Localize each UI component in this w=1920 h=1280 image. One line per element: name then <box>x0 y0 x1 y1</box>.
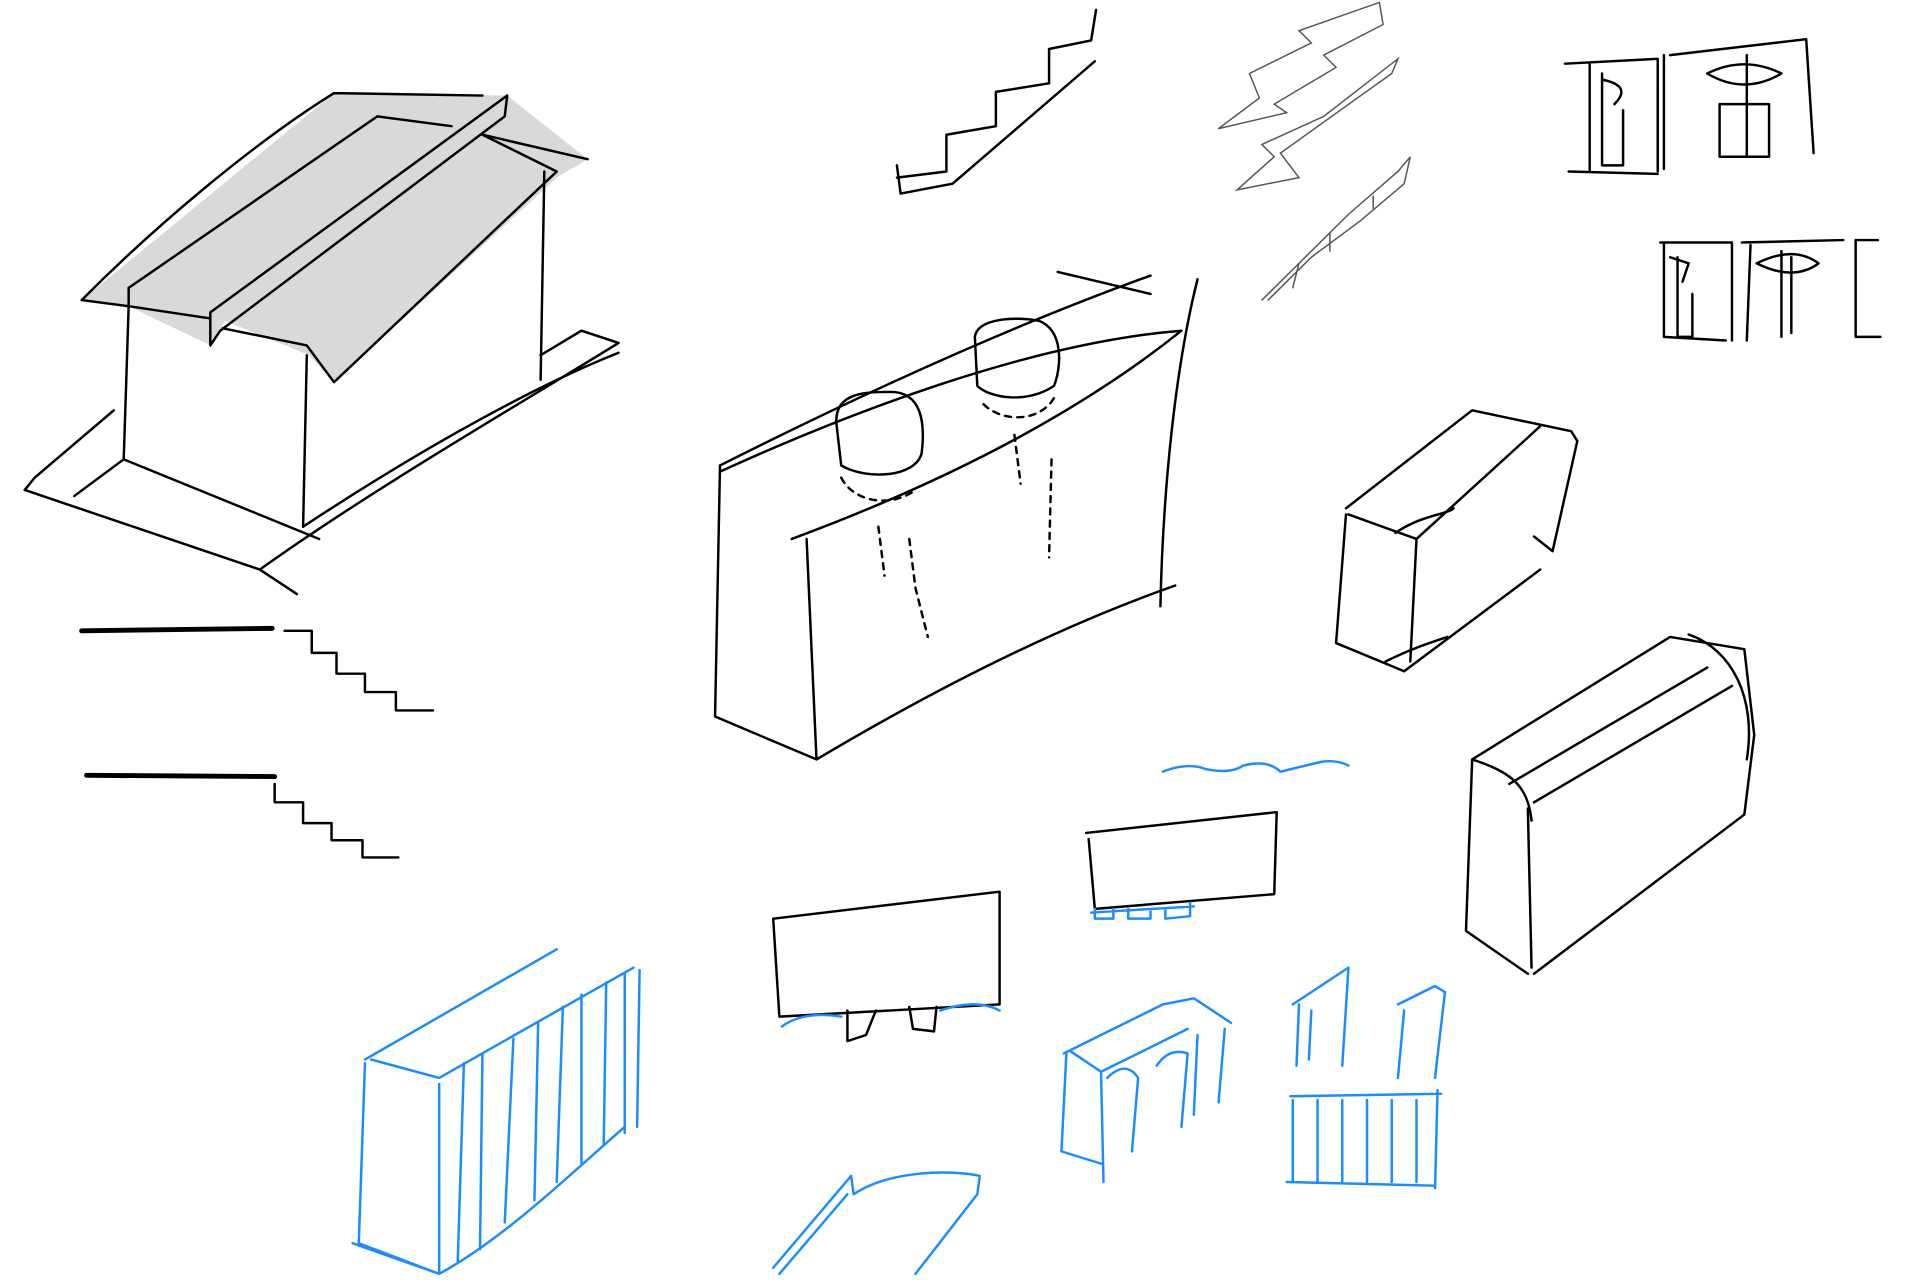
small-stair-sketches <box>895 1 1412 301</box>
door-elevation-sketches <box>1563 37 1882 342</box>
curved-wall-sketch <box>713 270 1199 761</box>
blue-sketches[interactable] <box>351 759 1447 1276</box>
stair-profile-sketches <box>79 625 435 859</box>
roofed-building-sketch <box>23 91 620 596</box>
box-sketches <box>1334 409 1756 976</box>
